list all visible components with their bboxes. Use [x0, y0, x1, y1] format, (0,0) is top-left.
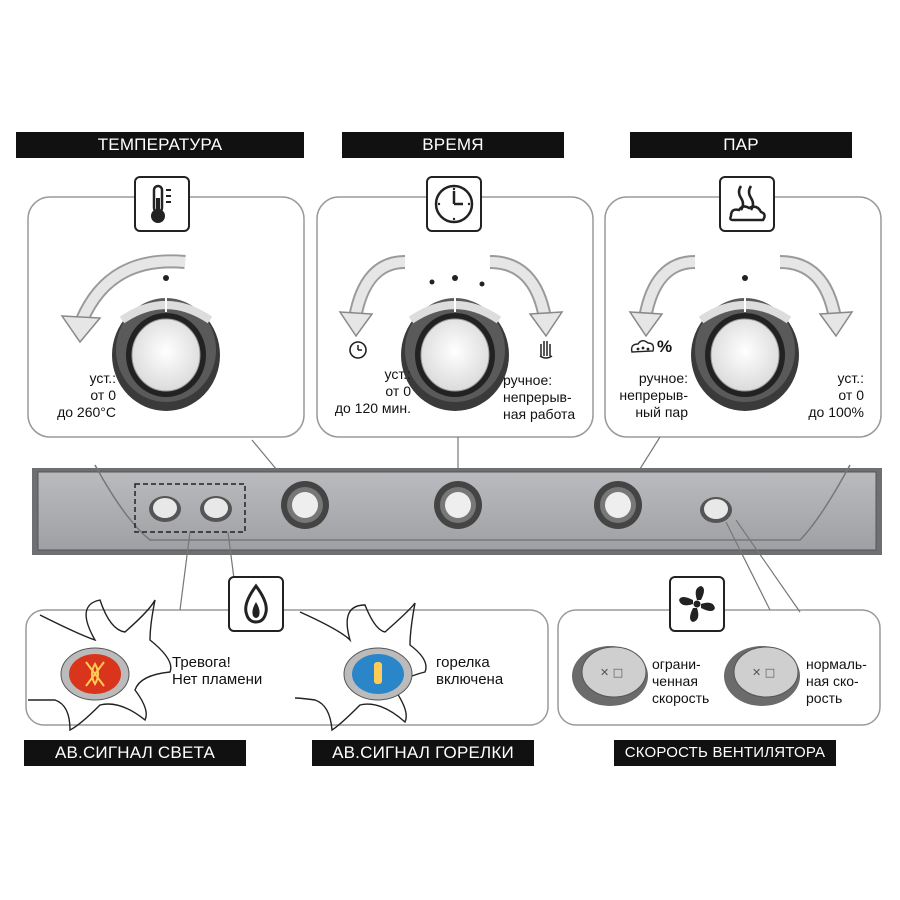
- temperature-knob[interactable]: [112, 275, 220, 411]
- steam-strip-knob[interactable]: [594, 481, 642, 529]
- light-alarm-text: Тревога! Нет пламени: [172, 654, 263, 688]
- light-alarm-lamp[interactable]: [149, 496, 181, 522]
- time-header: ВРЕМЯ: [342, 132, 564, 158]
- fan-speed-header: СКОРОСТЬ ВЕНТИЛЯТОРА: [614, 740, 836, 766]
- time-strip-knob[interactable]: [434, 481, 482, 529]
- hand-icon: [536, 338, 556, 360]
- burner-alarm-header: АВ.СИГНАЛ ГОРЕЛКИ: [312, 740, 534, 766]
- temperature-strip-knob[interactable]: [281, 481, 329, 529]
- reduced-speed-text: ограни- ченная скорость: [652, 656, 710, 706]
- temperature-header: ТЕМПЕРАТУРА: [16, 132, 304, 158]
- fan-speed-button[interactable]: [700, 497, 732, 523]
- thermometer-icon: [134, 176, 190, 232]
- temperature-range-text: уст.: от 0 до 260°C: [57, 370, 116, 420]
- flame-icon: [228, 576, 284, 632]
- alarm-panel: [25, 609, 549, 726]
- time-range-text: уст.: от 0 до 120 мин.: [334, 366, 411, 416]
- light-alarm-header: АВ.СИГНАЛ СВЕТА: [24, 740, 246, 766]
- clock-icon: [426, 176, 482, 232]
- red-alarm-lamp: [60, 647, 130, 701]
- burner-alarm-lamp[interactable]: [200, 496, 232, 522]
- steam-percent-symbol: %: [657, 337, 673, 356]
- small-clock-icon: [348, 340, 368, 360]
- steam-header: ПАР: [630, 132, 852, 158]
- fan-icon: [669, 576, 725, 632]
- steam-icon: [719, 176, 775, 232]
- steam-manual-text: ручное: непрерыв- ный пар: [619, 370, 688, 420]
- normal-speed-knob: ✕ □: [724, 646, 800, 706]
- time-manual-text: ручное: непрерыв- ная работа: [503, 372, 576, 422]
- svg-text:✕ □: ✕ □: [600, 666, 623, 679]
- alarm-starburst: [28, 599, 172, 732]
- steam-knob[interactable]: [691, 275, 799, 411]
- burner-on-text: горелка включена: [436, 654, 504, 688]
- normal-speed-text: нормаль- ная ско- рость: [806, 656, 867, 706]
- time-knob[interactable]: [401, 275, 509, 411]
- blue-burner-lamp: [343, 647, 413, 701]
- burner-starburst: [294, 602, 427, 732]
- reduced-speed-knob: ✕ □: [572, 646, 648, 706]
- steam-range-text: уст.: от 0 до 100%: [808, 370, 864, 420]
- steam-drops-icon: [628, 336, 656, 358]
- svg-text:✕ □: ✕ □: [752, 666, 775, 679]
